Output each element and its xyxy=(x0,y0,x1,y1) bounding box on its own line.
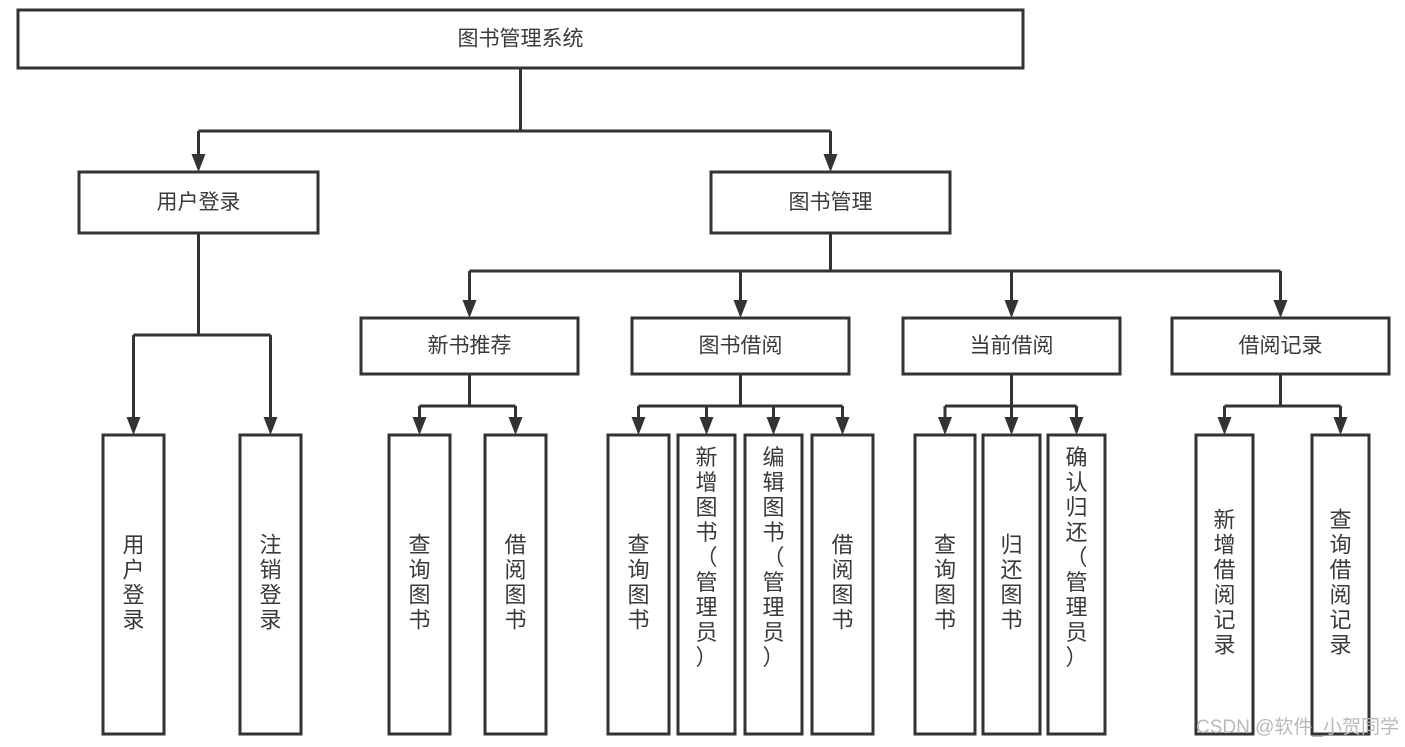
leaf-node-leaf-confirm-return[interactable]: 确认归还（管理员） xyxy=(1046,433,1107,736)
level2-node-book-manage[interactable]: 图书管理 xyxy=(709,170,952,235)
arrow-head-icon xyxy=(938,417,952,435)
node-box xyxy=(16,8,1025,70)
node-box xyxy=(101,433,166,736)
node-box xyxy=(676,433,737,736)
node-box xyxy=(238,433,303,736)
leaf-node-leaf-edit-book[interactable]: 编辑图书（管理员） xyxy=(743,433,804,736)
node-box xyxy=(483,433,548,736)
node-label: 用户登录 xyxy=(122,533,144,633)
arrow-head-icon xyxy=(699,417,714,435)
node-label: 注销登录 xyxy=(259,533,281,633)
arrow-head-icon xyxy=(1217,417,1232,435)
node-box xyxy=(981,433,1042,736)
leaf-node-leaf-query-record[interactable]: 查询借阅记录 xyxy=(1310,433,1371,736)
arrow-head-icon xyxy=(126,417,141,435)
arrow-head-icon xyxy=(263,417,278,435)
node-box xyxy=(913,433,977,736)
csdn-watermark: CSDN @软件_小贺同学 xyxy=(1196,716,1399,738)
arrow-head-icon xyxy=(733,300,748,318)
arrow-head-icon xyxy=(631,417,646,435)
level3-node-current-borrow[interactable]: 当前借阅 xyxy=(901,316,1122,376)
arrow-head-icon xyxy=(191,154,206,172)
arrow-head-icon xyxy=(412,417,427,435)
node-label: 借阅图书 xyxy=(831,533,853,633)
arrow-head-icon xyxy=(766,417,781,435)
node-label: 查询借阅记录 xyxy=(1329,508,1351,658)
arrow-head-icon xyxy=(462,300,477,318)
level2-node-user-login[interactable]: 用户登录 xyxy=(77,170,320,235)
node-label: 图书管理 xyxy=(789,191,873,214)
node-box xyxy=(1310,433,1371,736)
leaf-node-leaf-query-book-3[interactable]: 查询图书 xyxy=(913,433,977,736)
leaf-node-leaf-borrow-book-1[interactable]: 借阅图书 xyxy=(483,433,548,736)
leaf-node-leaf-query-book-1[interactable]: 查询图书 xyxy=(387,433,452,736)
node-label: 新增借阅记录 xyxy=(1213,508,1235,658)
node-label: 编辑图书（管理员） xyxy=(762,445,784,670)
node-box xyxy=(387,433,452,736)
node-box xyxy=(810,433,875,736)
leaf-node-leaf-add-book[interactable]: 新增图书（管理员） xyxy=(676,433,737,736)
node-box xyxy=(77,170,320,235)
node-label: 当前借阅 xyxy=(970,335,1054,358)
node-label: 查询图书 xyxy=(627,533,649,633)
leaf-node-leaf-logout[interactable]: 注销登录 xyxy=(238,433,303,736)
node-label: 查询图书 xyxy=(408,533,430,633)
node-label: 新书推荐 xyxy=(428,335,512,358)
arrow-head-icon xyxy=(1004,417,1019,435)
arrow-head-icon xyxy=(835,417,850,435)
node-label: 借阅图书 xyxy=(504,533,526,633)
node-box xyxy=(606,433,671,736)
arrow-head-icon xyxy=(1004,300,1019,318)
leaf-node-leaf-query-book-2[interactable]: 查询图书 xyxy=(606,433,671,736)
leaf-node-leaf-borrow-book-2[interactable]: 借阅图书 xyxy=(810,433,875,736)
node-box xyxy=(901,316,1122,376)
node-label: 图书管理系统 xyxy=(458,28,584,51)
node-box xyxy=(743,433,804,736)
node-box xyxy=(1194,433,1255,736)
connectors-layer xyxy=(126,68,1348,435)
level3-node-new-book-recommend[interactable]: 新书推荐 xyxy=(359,316,580,376)
level3-node-book-borrow[interactable]: 图书借阅 xyxy=(630,316,851,376)
node-box xyxy=(709,170,952,235)
node-label: 确认归还（管理员） xyxy=(1065,445,1087,670)
node-label: 借阅记录 xyxy=(1239,335,1323,358)
arrow-head-icon xyxy=(1273,300,1288,318)
node-box xyxy=(630,316,851,376)
leaf-node-leaf-return-book[interactable]: 归还图书 xyxy=(981,433,1042,736)
arrow-head-icon xyxy=(1333,417,1348,435)
root-node[interactable]: 图书管理系统 xyxy=(16,8,1025,70)
node-label: 归还图书 xyxy=(1000,533,1022,633)
arrow-head-icon xyxy=(508,417,523,435)
node-box xyxy=(359,316,580,376)
nodes-layer: 图书管理系统用户登录图书管理新书推荐图书借阅当前借阅借阅记录用户登录注销登录查询… xyxy=(16,8,1391,736)
level3-node-borrow-record[interactable]: 借阅记录 xyxy=(1170,316,1391,376)
arrow-head-icon xyxy=(823,154,838,172)
node-label: 图书借阅 xyxy=(699,335,783,358)
leaf-node-leaf-add-record[interactable]: 新增借阅记录 xyxy=(1194,433,1255,736)
node-label: 用户登录 xyxy=(157,191,241,214)
node-box xyxy=(1170,316,1391,376)
arrow-head-icon xyxy=(1069,417,1084,435)
leaf-node-leaf-user-login[interactable]: 用户登录 xyxy=(101,433,166,736)
node-label: 新增图书（管理员） xyxy=(695,445,717,670)
node-label: 查询图书 xyxy=(934,533,956,633)
node-box xyxy=(1046,433,1107,736)
